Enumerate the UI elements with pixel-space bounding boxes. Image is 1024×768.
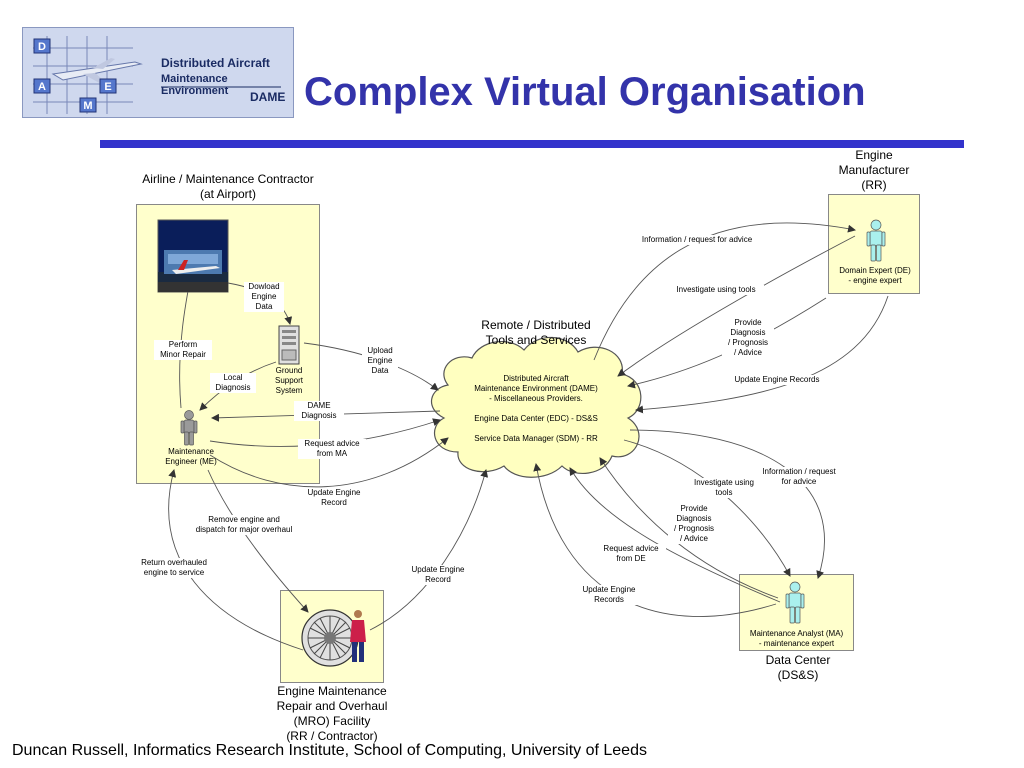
arrow-investigate-de bbox=[617, 235, 856, 377]
dame-cloud bbox=[431, 336, 642, 478]
label-remove-engine: Remove engine and dispatch for major ove… bbox=[186, 515, 302, 535]
cloud-text: Distributed Aircraft Maintenance Environ… bbox=[474, 374, 598, 443]
logo-letter-d: D bbox=[38, 41, 46, 53]
label-dame-diagnosis: DAME Diagnosis bbox=[294, 401, 344, 421]
label-investigate-ma: Investigate using tools bbox=[686, 478, 762, 498]
engine-overhaul-icon bbox=[301, 609, 366, 667]
mro-box bbox=[280, 590, 384, 683]
logo-line-3: DAME bbox=[250, 90, 286, 104]
maintenance-analyst-label: Maintenance Analyst (MA) - maintenance e… bbox=[749, 629, 844, 648]
logo-graphic: D A E M bbox=[33, 36, 281, 114]
label-download-engine-data: Dowload Engine Data bbox=[244, 282, 284, 312]
arrow-request-advice-de bbox=[569, 467, 781, 603]
label-upload-engine-data: Upload Engine Data bbox=[362, 346, 398, 376]
ground-support-label: Ground Support System bbox=[274, 366, 304, 395]
title-rule bbox=[100, 140, 964, 148]
label-update-records-de: Update Engine Records bbox=[726, 375, 828, 385]
arrow-info-request-de bbox=[593, 222, 856, 361]
arrow-return-overhauled bbox=[168, 469, 304, 651]
label-local-diagnosis: Local Diagnosis bbox=[210, 373, 256, 393]
engine-manufacturer-label: Engine Manufacturer (RR) bbox=[838, 148, 910, 192]
aircraft-photo bbox=[157, 219, 229, 293]
domain-expert-person-icon bbox=[866, 219, 886, 262]
maintenance-engineer-person-icon bbox=[180, 410, 198, 446]
logo-line-2: Maintenance Environment bbox=[161, 73, 229, 97]
label-update-engine-record-me: Update Engine Record bbox=[298, 488, 370, 508]
label-info-request-ma: Information / request for advice bbox=[754, 467, 844, 487]
arrow-update-record-mro bbox=[369, 469, 489, 631]
logo-letter-e: E bbox=[104, 81, 111, 93]
label-provide-diagnosis-ma: Provide Diagnosis / Prognosis / Advice bbox=[668, 504, 720, 544]
label-perform-minor-repair: Perform Minor Repair bbox=[154, 340, 212, 360]
label-investigate-de: Investigate using tools bbox=[668, 285, 764, 295]
logo-letter-a: A bbox=[38, 81, 46, 93]
airline-label: Airline / Maintenance Contractor (at Air… bbox=[142, 172, 314, 201]
data-center-label: Data Center (DS&S) bbox=[765, 653, 831, 682]
label-update-engine-record-mro: Update Engine Record bbox=[404, 565, 472, 585]
label-info-request-de: Information / request for advice bbox=[632, 235, 762, 245]
label-update-records-ma: Update Engine Records bbox=[574, 585, 644, 605]
server-icon bbox=[278, 325, 300, 365]
dame-logo: D A E M Distributed Aircraft Maintenance… bbox=[22, 27, 294, 118]
footer-credit: Duncan Russell, Informatics Research Ins… bbox=[12, 742, 647, 759]
remote-tools-label: Remote / Distributed Tools and Services bbox=[481, 318, 591, 347]
logo-letter-m: M bbox=[83, 100, 92, 112]
label-request-advice-ma: Request advice from MA bbox=[298, 439, 366, 459]
maintenance-engineer-label: Maintenance Engineer (ME) bbox=[165, 447, 217, 466]
domain-expert-label: Domain Expert (DE) - engine expert bbox=[839, 266, 911, 285]
mro-facility-label: Engine Maintenance Repair and Overhaul (… bbox=[276, 684, 388, 743]
label-provide-diagnosis-de: Provide Diagnosis / Prognosis / Advice bbox=[722, 318, 774, 358]
slide-title: Complex Virtual Organisation bbox=[304, 70, 866, 114]
arrow-remove-engine bbox=[207, 469, 309, 613]
arrow-update-record-me bbox=[209, 437, 449, 488]
maintenance-analyst-person-icon bbox=[785, 581, 805, 624]
label-return-overhauled: Return overhauled engine to service bbox=[136, 558, 212, 578]
label-request-advice-de: Request advice from DE bbox=[596, 544, 666, 564]
logo-line-1: Distributed Aircraft bbox=[161, 56, 270, 70]
